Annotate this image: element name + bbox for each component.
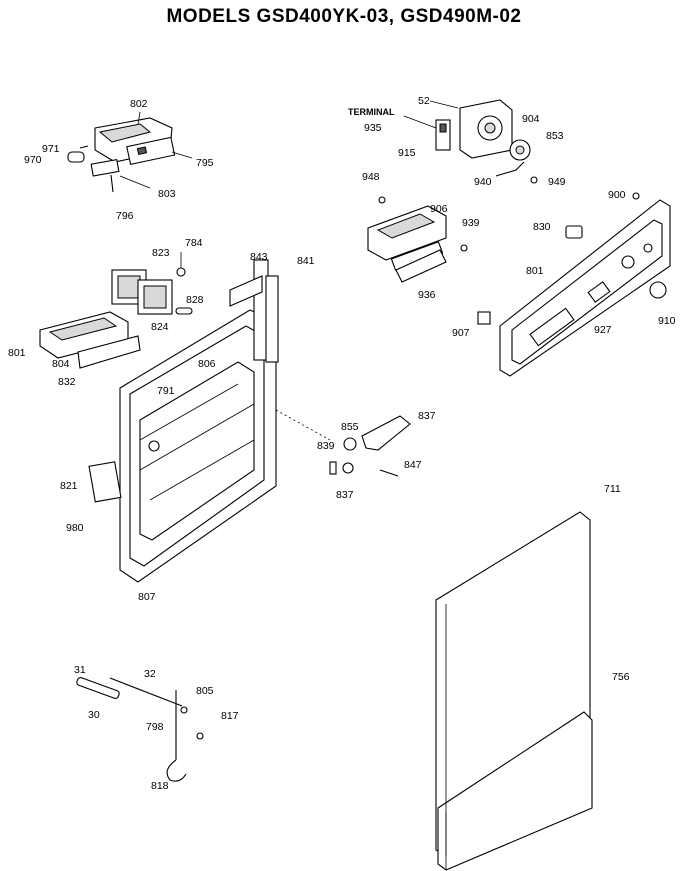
page-title: MODELS GSD400YK-03, GSD490M-02 — [166, 6, 522, 27]
part-label: 798 — [146, 721, 164, 733]
part-label: 839 — [317, 440, 335, 452]
part-label: 936 — [418, 289, 436, 301]
switch-assembly — [367, 196, 468, 283]
part-label: 817 — [221, 710, 239, 722]
part-label: 804 — [52, 358, 70, 370]
part-label: 853 — [546, 130, 564, 142]
pump-assembly — [39, 252, 193, 369]
part-label: 805 — [196, 685, 214, 697]
part-label: 802 — [130, 98, 148, 110]
part-label: 806 — [198, 358, 216, 370]
terminal-label: TERMINAL — [348, 107, 395, 117]
part-label: 791 — [157, 385, 175, 397]
part-label: 970 — [24, 154, 42, 166]
part-label: 818 — [151, 780, 169, 792]
part-label: 801 — [8, 347, 26, 359]
part-label: 906 — [430, 203, 448, 215]
part-label: 980 — [66, 522, 84, 534]
part-label: 824 — [151, 321, 169, 333]
part-label: 828 — [186, 294, 204, 306]
part-label: 31 — [74, 664, 86, 676]
part-label: 841 — [297, 255, 315, 267]
part-label: 971 — [42, 143, 60, 155]
part-label: 927 — [594, 324, 612, 336]
part-label: 30 — [88, 709, 100, 721]
part-label: 807 — [138, 591, 156, 603]
part-label: 900 — [608, 189, 626, 201]
part-label: 847 — [404, 459, 422, 471]
part-label: 910 — [658, 315, 676, 327]
door-frame — [88, 259, 331, 583]
part-label: 915 — [398, 147, 416, 159]
part-label: 821 — [60, 480, 78, 492]
part-label: 907 — [452, 327, 470, 339]
part-label: 796 — [116, 210, 134, 222]
timer-assembly — [403, 99, 538, 184]
part-label: 32 — [144, 668, 156, 680]
part-label: 935 — [364, 122, 382, 134]
part-label: 801 — [526, 265, 544, 277]
part-label: 939 — [462, 217, 480, 229]
part-label: 843 — [250, 251, 268, 263]
latch-assembly — [67, 111, 193, 193]
part-label: 823 — [152, 247, 170, 259]
part-label: 904 — [522, 113, 540, 125]
part-label: 756 — [612, 671, 630, 683]
part-label: 948 — [362, 171, 380, 183]
part-label: 795 — [196, 157, 214, 169]
hinge-arm — [329, 415, 411, 477]
part-label: 830 — [533, 221, 551, 233]
part-label: 837 — [336, 489, 354, 501]
linkage-parts — [76, 677, 204, 782]
part-label: 803 — [158, 188, 176, 200]
part-label: 784 — [185, 237, 203, 249]
part-label: 52 — [418, 95, 430, 107]
part-label: 940 — [474, 176, 492, 188]
control-panel — [477, 192, 671, 377]
part-label: 711 — [604, 483, 621, 495]
door-panels — [435, 511, 593, 871]
part-label: 837 — [418, 410, 436, 422]
part-label: 949 — [548, 176, 566, 188]
part-label: 855 — [341, 421, 359, 433]
part-label: 832 — [58, 376, 76, 388]
